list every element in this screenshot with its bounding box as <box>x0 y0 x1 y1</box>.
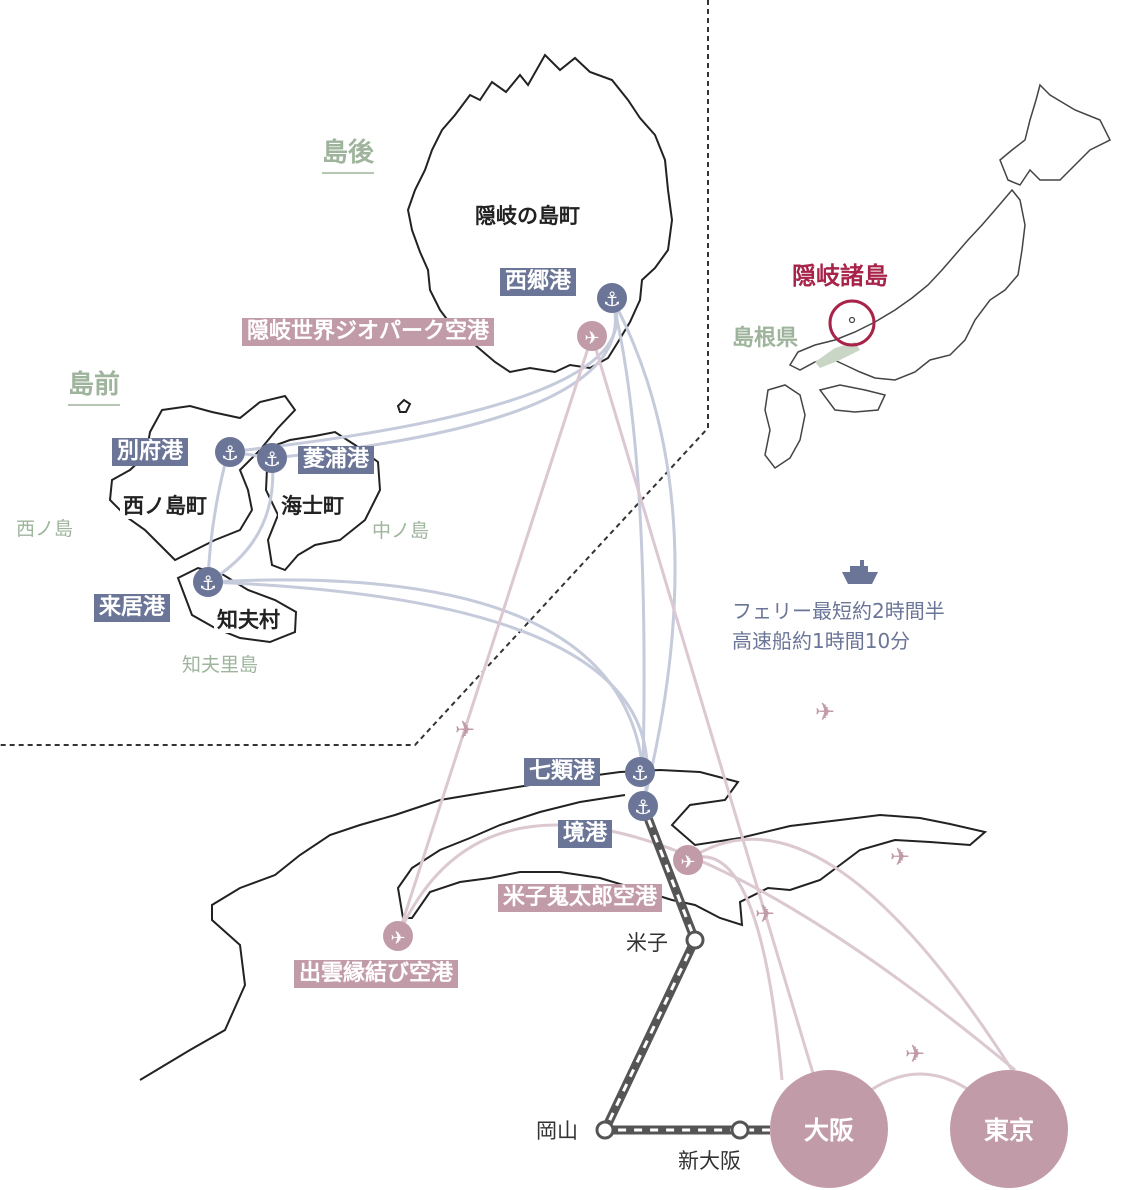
station-shinosaka-label: 新大阪 <box>676 1149 743 1173</box>
kyushu-outline <box>764 384 806 470</box>
dogo-island-outline <box>406 53 674 374</box>
airport-markers: ✈ ✈ ✈ <box>383 321 703 951</box>
station-yonago-marker <box>685 930 705 950</box>
port-saigo-label: 西郷港 <box>500 268 577 296</box>
svg-text:✈: ✈ <box>390 928 405 949</box>
airplane-icon: ✈ <box>383 921 413 951</box>
ferry-duration-line: フェリー最短約2時間半 <box>732 599 945 623</box>
airplane-route-icons: ✈ ✈ ✈ ✈ ✈ <box>455 698 925 1068</box>
town-chibu: 知夫村 <box>214 608 283 633</box>
airplane-icon: ✈ <box>815 698 835 726</box>
inset-oki-label: 隠岐諸島 <box>792 262 888 290</box>
port-sakai-label: 境港 <box>558 820 613 848</box>
anchor-icon: ⚓ <box>193 567 223 597</box>
city-tokyo: 東京 <box>950 1070 1068 1188</box>
shimane-highlight <box>815 342 860 368</box>
airplane-icon: ✈ <box>905 1040 925 1068</box>
ferry-routes <box>206 297 677 806</box>
station-shinosaka-marker <box>730 1120 750 1140</box>
svg-text:⚓: ⚓ <box>221 441 239 465</box>
port-hishiura-label: 菱浦港 <box>298 446 375 474</box>
hokkaido-outline <box>999 83 1112 186</box>
island-chiburijima: 知夫里島 <box>182 654 259 676</box>
air-routes <box>396 335 1016 1129</box>
airport-yonago-label: 米子鬼太郎空港 <box>498 884 663 912</box>
station-okayama-marker <box>595 1120 615 1140</box>
svg-text:✈: ✈ <box>584 328 599 349</box>
port-kurii-label: 来居港 <box>94 594 171 622</box>
region-dogo: 島後 <box>322 140 375 174</box>
airplane-icon: ✈ <box>673 845 703 875</box>
town-okinoshima: 隠岐の島町 <box>472 204 583 229</box>
anchor-icon: ⚓ <box>257 443 287 473</box>
svg-text:⚓: ⚓ <box>199 571 217 595</box>
town-ama: 海士町 <box>278 494 347 519</box>
airplane-icon: ✈ <box>577 321 607 351</box>
airplane-icon: ✈ <box>455 716 475 744</box>
ship-icon <box>842 560 878 584</box>
shikoku-outline <box>818 384 887 413</box>
highspeed-duration-line: 高速船約1時間10分 <box>732 629 911 653</box>
oki-dot <box>848 316 856 324</box>
region-dozen: 島前 <box>68 372 121 406</box>
airplane-icon: ✈ <box>755 900 775 928</box>
svg-text:⚓: ⚓ <box>263 447 281 471</box>
port-markers: ⚓ ⚓ ⚓ ⚓ ⚓ ⚓ <box>193 283 658 821</box>
svg-text:⚓: ⚓ <box>631 761 649 785</box>
station-okayama-label: 岡山 <box>534 1119 580 1143</box>
mainland-coast <box>139 768 988 1081</box>
airplane-icon: ✈ <box>890 843 910 871</box>
city-osaka: 大阪 <box>770 1070 888 1188</box>
port-beppu-label: 別府港 <box>112 438 189 466</box>
inset-shimane-label: 島根県 <box>732 326 799 351</box>
ferry-duration-info: フェリー最短約2時間半 高速船約1時間10分 <box>732 596 945 656</box>
svg-text:✈: ✈ <box>680 852 695 873</box>
svg-text:⚓: ⚓ <box>634 795 652 819</box>
anchor-icon: ⚓ <box>625 757 655 787</box>
island-nishinoshima: 西ノ島 <box>16 518 74 540</box>
nakanoshima-outline <box>264 430 382 572</box>
town-nishinoshima: 西ノ島町 <box>120 494 210 519</box>
station-yonago-label: 米子 <box>624 931 670 955</box>
anchor-icon: ⚓ <box>215 437 245 467</box>
anchor-icon: ⚓ <box>597 283 627 313</box>
small-islet <box>396 398 412 413</box>
nishinoshima-outline <box>108 394 297 562</box>
separator-dashed <box>0 0 709 746</box>
airport-izumo-label: 出雲縁結び空港 <box>294 960 459 988</box>
port-shichirui-label: 七類港 <box>524 758 601 786</box>
anchor-icon: ⚓ <box>628 791 658 821</box>
oki-highlight-circle <box>828 299 876 347</box>
island-nakanoshima: 中ノ島 <box>372 520 430 542</box>
airport-oki-label: 隠岐世界ジオパーク空港 <box>242 318 495 346</box>
svg-text:⚓: ⚓ <box>603 287 621 311</box>
